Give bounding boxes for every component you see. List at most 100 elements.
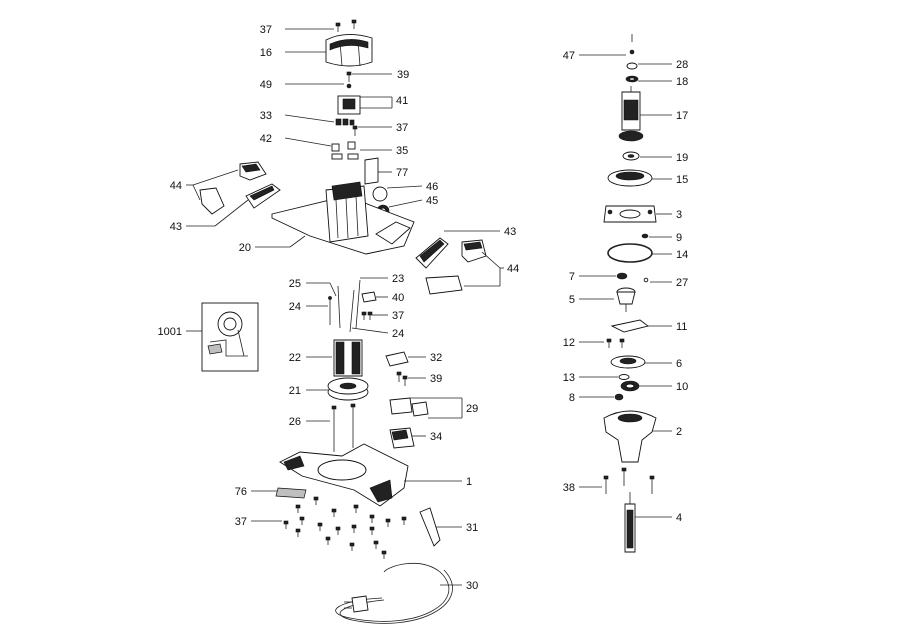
part-9	[641, 233, 672, 239]
callout-45: 45	[426, 195, 438, 207]
callout-29: 29	[466, 403, 478, 415]
callout-38: 38	[563, 482, 575, 494]
screw	[283, 520, 289, 525]
clip-35-label-77	[331, 149, 392, 185]
callout-13: 13	[563, 372, 575, 384]
bearing-19	[622, 151, 672, 161]
callout-37-lower: 37	[392, 310, 404, 322]
screw	[373, 540, 379, 545]
callout-27: 27	[676, 277, 688, 289]
screw	[401, 516, 407, 521]
callout-28: 28	[676, 59, 688, 71]
callout-77: 77	[396, 167, 408, 179]
callout-23: 23	[392, 273, 404, 285]
shaft-4	[624, 492, 672, 553]
screw	[351, 524, 357, 529]
callout-17: 17	[676, 110, 688, 122]
spindle-collar-5	[579, 287, 636, 312]
callout-22: 22	[289, 352, 301, 364]
screw	[381, 550, 387, 555]
brush-holder-41	[337, 95, 393, 115]
screw	[325, 536, 331, 541]
cable-sleeve-31	[419, 507, 462, 547]
callout-21: 21	[289, 385, 301, 397]
stator-22	[306, 339, 363, 377]
callout-12: 12	[563, 337, 575, 349]
callout-37-top: 37	[260, 24, 272, 36]
callout-46: 46	[426, 181, 438, 193]
screw	[313, 496, 319, 501]
callout-5: 5	[569, 294, 575, 306]
switch-29	[389, 397, 463, 419]
part-34	[389, 427, 426, 449]
screw	[295, 528, 301, 533]
callout-4: 4	[676, 512, 682, 524]
callout-44-left: 44	[170, 180, 182, 192]
callout-39-lower: 39	[430, 373, 442, 385]
bracket-11	[610, 319, 672, 333]
pin-47	[579, 34, 635, 56]
callout-37-bottom: 37	[235, 516, 247, 528]
fan-15	[607, 169, 672, 187]
wires-23-24-25	[306, 277, 389, 334]
detail-inset-1001	[186, 302, 259, 372]
callout-41: 41	[396, 95, 408, 107]
label-plate-76	[251, 487, 307, 499]
callout-43-left: 43	[170, 221, 182, 233]
long-screws-26	[306, 403, 356, 452]
callout-11: 11	[676, 321, 687, 333]
callout-76: 76	[235, 486, 247, 498]
base-plate-1	[279, 443, 462, 507]
callout-39-top: 39	[397, 69, 409, 81]
callout-33: 33	[260, 110, 272, 122]
gear-housing-3	[603, 205, 672, 223]
callout-6: 6	[676, 358, 682, 370]
switch-40	[361, 291, 388, 320]
callout-25: 25	[289, 278, 301, 290]
screw	[349, 542, 355, 547]
callout-47: 47	[563, 50, 575, 62]
screw	[299, 516, 305, 521]
callout-16: 16	[260, 47, 272, 59]
callout-26: 26	[289, 416, 301, 428]
callout-14: 14	[676, 249, 688, 261]
switch-cover-32	[385, 351, 426, 386]
callout-30: 30	[466, 580, 478, 592]
callout-9: 9	[676, 232, 682, 244]
disc-6	[610, 355, 672, 369]
armature-17	[618, 86, 672, 142]
callout-31: 31	[466, 522, 478, 534]
ring-13	[579, 374, 630, 380]
screw	[385, 518, 391, 523]
callout-24-left: 24	[289, 301, 301, 313]
callout-1: 1	[466, 476, 472, 488]
bearing-housing-21	[306, 377, 369, 401]
callout-34: 34	[430, 431, 442, 443]
callout-1001: 1001	[158, 326, 182, 338]
callout-8: 8	[569, 392, 575, 404]
screw-37-top	[285, 19, 357, 32]
screw	[369, 514, 375, 519]
callout-43-right: 43	[504, 226, 516, 238]
callout-7: 7	[569, 271, 575, 283]
screw	[369, 526, 375, 531]
callout-10: 10	[676, 381, 688, 393]
screw-39-49	[285, 71, 392, 89]
screw	[353, 504, 359, 509]
power-cord-30	[335, 563, 462, 624]
screw	[317, 522, 323, 527]
callout-32: 32	[430, 352, 442, 364]
screw	[295, 504, 301, 509]
handle-covers-right-43-44	[415, 230, 504, 295]
screws-38	[579, 467, 655, 494]
callout-19: 19	[676, 152, 688, 164]
callout-3: 3	[676, 209, 682, 221]
screws-37-bottom	[251, 496, 407, 559]
callout-18: 18	[676, 76, 688, 88]
callout-44-right: 44	[507, 263, 519, 275]
washers-28-18	[625, 62, 672, 83]
bearing-10	[620, 380, 672, 392]
